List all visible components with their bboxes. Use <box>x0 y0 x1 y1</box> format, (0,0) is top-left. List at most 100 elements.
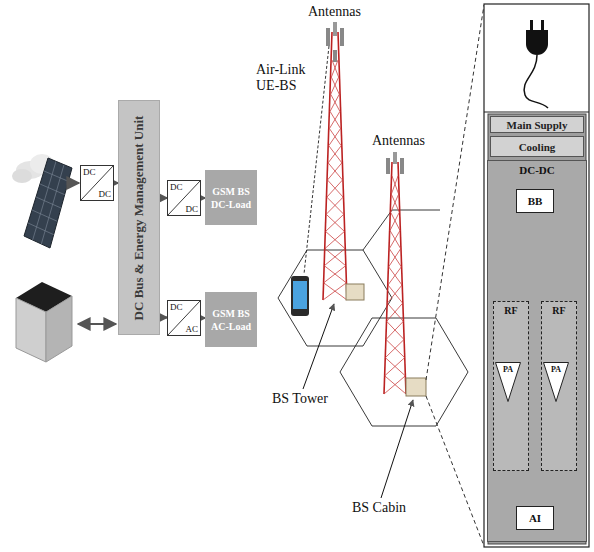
cabin-divider <box>484 112 589 113</box>
node-text: Cooling <box>519 141 556 153</box>
node-text: DC <box>169 182 184 192</box>
bs-tower <box>329 129 341 146</box>
bs-tower <box>331 77 339 94</box>
ai-box: AI <box>516 506 554 530</box>
node-text: DC <box>82 167 97 177</box>
leader-line <box>303 304 334 389</box>
bs-tower <box>387 321 404 339</box>
solar-panel <box>28 223 54 235</box>
bs-tower <box>387 285 402 303</box>
bs-tower <box>331 94 340 111</box>
bs-tower <box>323 283 346 300</box>
converter-diagonal <box>168 181 200 215</box>
node-text: Main Supply <box>507 119 568 131</box>
rf-chain: RF PA <box>541 301 577 471</box>
node-text: PA <box>495 365 521 374</box>
solar-panel <box>33 161 56 240</box>
plug-icon <box>524 20 548 108</box>
solar-panel <box>28 161 68 244</box>
node-text: AC <box>184 324 199 334</box>
pa-triangle: PA <box>495 362 521 402</box>
bs-tower <box>328 180 344 197</box>
battery-arrow <box>78 323 116 325</box>
leader-line <box>381 400 413 498</box>
bs-tower <box>385 376 406 394</box>
node-text: RF <box>494 305 528 316</box>
bs-tower <box>326 197 343 214</box>
bs-tower <box>331 77 339 94</box>
bs-tower <box>389 249 401 267</box>
bs-tower <box>327 197 344 214</box>
plug-icon <box>524 55 548 108</box>
bs-tower <box>400 158 404 174</box>
pa-triangle <box>496 363 521 402</box>
bs-tower <box>329 111 340 128</box>
bs-tower <box>388 267 401 285</box>
figure-label: Air-Link UE-BS <box>256 62 312 94</box>
battery-icon <box>16 282 72 362</box>
bs-tower <box>324 283 347 300</box>
figure-label: BS Cabin <box>352 500 422 516</box>
bs-tower <box>326 214 344 231</box>
bs-tower <box>330 94 339 111</box>
bs-tower <box>391 194 399 212</box>
plug-icon <box>530 20 533 30</box>
load-box: GSM BS AC-Load <box>205 292 257 347</box>
cabin-panel <box>488 114 586 544</box>
bs-tower <box>324 266 346 283</box>
converter-diagonal <box>81 166 113 200</box>
solar-arrow <box>72 182 79 184</box>
node-text: GSM BS DC-Load <box>208 185 254 211</box>
bs-tower <box>391 176 398 194</box>
solar-panel <box>41 165 64 244</box>
bs-tower <box>390 212 399 230</box>
pa-triangle <box>544 363 569 402</box>
bs-tower <box>393 152 397 164</box>
dcdc-area: DC-DC BB RF PA RF PA AI <box>487 160 587 542</box>
bs-tower <box>340 28 344 46</box>
bs-tower <box>326 28 330 46</box>
node-text: AI <box>529 512 541 524</box>
bs-cabin <box>346 284 364 300</box>
bs-tower <box>398 162 406 394</box>
bs-tower <box>384 176 406 394</box>
bs-tower <box>328 146 341 163</box>
node-text: DC <box>97 189 112 199</box>
converter-box: DC DC <box>167 180 201 216</box>
node-text: GSM BS AC-Load <box>208 307 254 333</box>
flow-arrow <box>160 317 167 319</box>
converter-box: DC DC <box>80 165 114 201</box>
node-text: DC-DC <box>488 164 586 176</box>
bs-tower <box>385 358 405 376</box>
node-text: DC <box>184 204 199 214</box>
bs-tower <box>323 60 347 300</box>
plug-icon <box>541 20 544 30</box>
node-text: DC <box>169 302 184 312</box>
converter-box: DC AC <box>167 300 201 336</box>
node-text: DC Bus & Energy Management Unit <box>131 115 147 320</box>
node-text: BB <box>528 195 543 207</box>
figure-label: Antennas <box>372 133 442 149</box>
bs-tower <box>324 266 346 283</box>
figure-label: Antennas <box>308 4 378 20</box>
bs-tower <box>333 22 337 36</box>
plug-icon <box>526 30 548 55</box>
cloud-icon <box>12 169 32 183</box>
bs-tower <box>330 111 341 128</box>
solar-panel <box>40 184 65 195</box>
converter-diagonal <box>168 301 200 335</box>
node-text: RF <box>542 305 576 316</box>
bs-tower <box>324 249 345 266</box>
bs-tower <box>389 249 401 267</box>
air-link-line <box>304 46 329 274</box>
bs-tower <box>329 129 341 146</box>
dc-bus-box: DC Bus & Energy Management Unit <box>118 100 160 335</box>
solar-panel <box>32 210 57 221</box>
cooling-band: Cooling <box>490 136 584 157</box>
bs-tower <box>389 231 400 249</box>
bs-tower <box>325 249 346 266</box>
phone-icon <box>291 276 309 316</box>
zoom-line <box>426 396 484 546</box>
pa-triangle: PA <box>543 362 569 402</box>
